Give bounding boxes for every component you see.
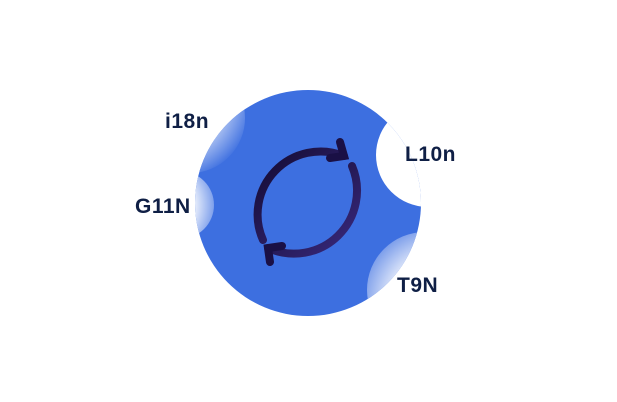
refresh-cycle-icon (253, 138, 361, 266)
label-t9n: T9N (397, 274, 439, 297)
bite-t9n (367, 232, 421, 316)
label-l10n: L10n (405, 143, 457, 166)
lower-arc (264, 162, 361, 258)
label-i18n: i18n (165, 110, 210, 133)
bite-g11n (195, 171, 214, 239)
label-g11n: G11N (135, 195, 191, 218)
blue-disc (195, 90, 421, 316)
lower-arrowhead (263, 242, 286, 266)
upper-arc (253, 147, 348, 244)
upper-arrowhead (326, 138, 350, 162)
